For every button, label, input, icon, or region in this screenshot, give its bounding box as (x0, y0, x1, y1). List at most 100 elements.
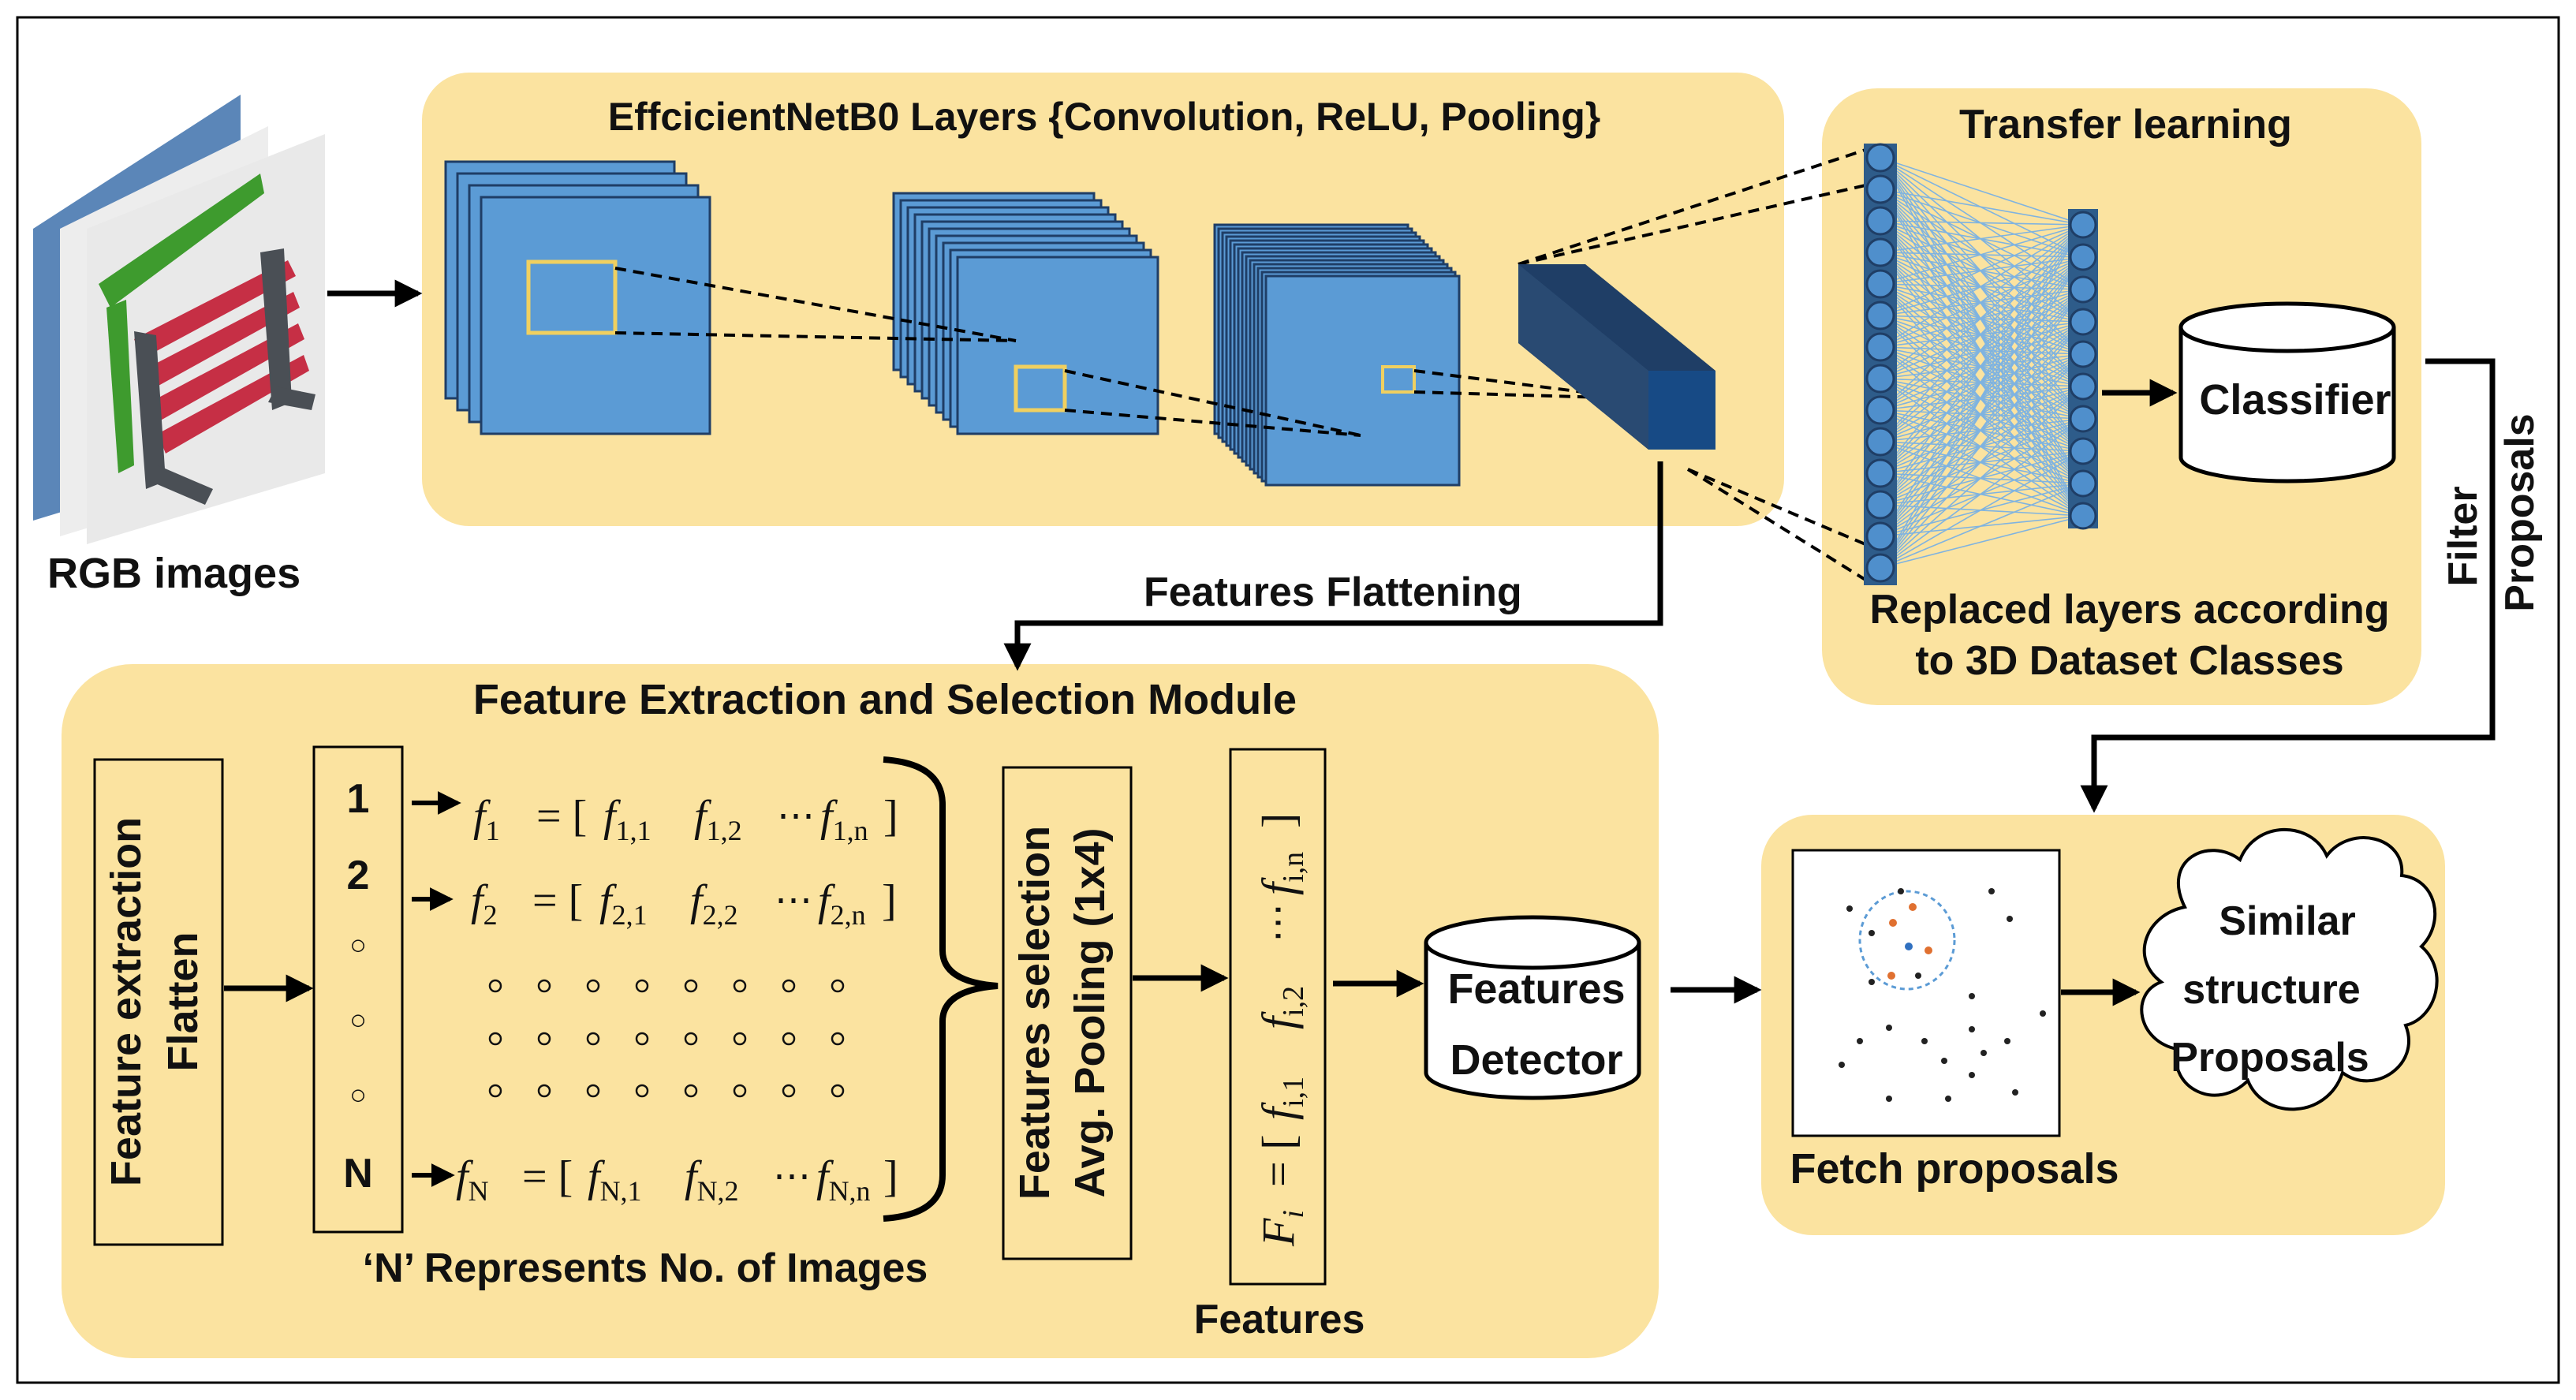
ellipsis-dot (537, 1084, 551, 1098)
input-neuron (1865, 269, 1895, 299)
feature-map-layer (1264, 274, 1461, 487)
neural-connection (1880, 224, 2084, 537)
ellipsis-dot (488, 1032, 502, 1046)
ellipsis-dot (684, 979, 698, 993)
input-neuron (1865, 490, 1895, 520)
detector-line1: Features (1447, 965, 1625, 1013)
scatter-point (1945, 1096, 1951, 1102)
scatter-point (1886, 1025, 1892, 1031)
svg-text:]: ] (883, 1152, 898, 1201)
neural-connection (1880, 189, 2084, 226)
features-detector-cylinder (1424, 915, 1641, 1100)
similar-line3: Proposals (2171, 1035, 2369, 1081)
curly-brace (883, 756, 999, 1222)
scatter-point (1915, 973, 1921, 979)
neural-connection (1880, 224, 2084, 348)
ellipsis-dot (782, 1084, 796, 1098)
scatter-point (1869, 979, 1875, 985)
index-ellipsis-3: ○ (349, 1079, 367, 1111)
ellipsis-dot (635, 1032, 649, 1046)
feature-extraction-line2: Flatten (159, 931, 207, 1071)
neural-connection (1880, 224, 2084, 569)
svg-text:]: ] (882, 876, 897, 925)
svg-text:= [: = [ (522, 1152, 573, 1201)
ellipsis-dot (586, 1084, 600, 1098)
scatter-point-highlight (1905, 943, 1913, 950)
scatter-point (2040, 1010, 2046, 1017)
output-neuron (2069, 340, 2097, 368)
ellipsis-dot (684, 1084, 698, 1098)
neural-connection (1880, 224, 2084, 379)
neural-connection (1880, 450, 2084, 569)
scatter-point (1921, 1038, 1928, 1044)
scatter-point (1988, 888, 1995, 894)
selection-circle (1858, 890, 1956, 991)
neural-connection (1880, 418, 2084, 569)
scatter-point (1969, 1026, 1975, 1032)
svg-text:⋯: ⋯ (1255, 903, 1299, 943)
input-layer-neurons (1865, 143, 1895, 583)
receptive-field-3 (1381, 365, 1416, 394)
detector-line2: Detector (1450, 1036, 1622, 1084)
neural-connection (1880, 256, 2084, 569)
scatter-point (1869, 930, 1875, 936)
feature-map-stack-1 (444, 160, 711, 435)
input-neuron (1865, 174, 1895, 204)
ellipsis-dot (537, 1032, 551, 1046)
arrow-filter-proposals (2080, 358, 2496, 813)
svg-text:⋯: ⋯ (775, 879, 812, 921)
ellipsis-dot (586, 979, 600, 993)
input-neuron (1865, 206, 1895, 236)
transfer-panel (1822, 88, 2421, 705)
output-neuron (2069, 372, 2097, 401)
output-neuron (2069, 405, 2097, 433)
svg-text:⋯: ⋯ (773, 1155, 811, 1197)
svg-text:f1,1: f1,1 (603, 792, 651, 846)
receptive-field-1 (526, 259, 618, 335)
scatter-point (2012, 1089, 2018, 1096)
ellipsis-dot (831, 1032, 845, 1046)
input-neuron (1865, 458, 1895, 488)
ellipsis-dot (831, 979, 845, 993)
scatter-point (1969, 1072, 1975, 1078)
scatter-point (2007, 916, 2013, 922)
neural-connection (1880, 321, 2084, 569)
row-arrows (412, 791, 461, 1187)
input-neuron (1865, 521, 1895, 551)
feature-map-layer (480, 196, 711, 435)
neural-connection (1880, 386, 2084, 569)
svg-text:= [: = [ (1253, 1134, 1304, 1187)
arrow-features-flattening (1003, 461, 1663, 671)
ellipsis-dot (635, 979, 649, 993)
scatter-point (1839, 1062, 1845, 1068)
neural-connection (1880, 289, 2084, 569)
receptive-field-2 (1014, 364, 1067, 413)
similar-structure-cloud (2140, 827, 2439, 1111)
index-1: 1 (347, 776, 370, 822)
index-ellipsis-1: ○ (349, 929, 367, 961)
scatter-point (2004, 1038, 2010, 1044)
input-neuron (1865, 427, 1895, 457)
ellipsis-dot (831, 1084, 845, 1098)
scatter-point (1846, 905, 1853, 912)
ellipsis-dot (684, 1032, 698, 1046)
neural-connection (1880, 224, 2084, 411)
feature-map-stack-2 (892, 192, 1159, 435)
ellipsis-dot (782, 979, 796, 993)
scatter-thumbnail (1791, 849, 2061, 1137)
scatter-point (1886, 1096, 1892, 1102)
input-neuron (1865, 395, 1895, 425)
input-neuron (1865, 553, 1895, 583)
svg-text:= [: = [ (532, 876, 583, 925)
flattened-block (1518, 264, 1715, 450)
scatter-point-highlight (1925, 946, 1932, 954)
svg-text:Fi: Fi (1253, 1210, 1310, 1247)
svg-text:= [: = [ (536, 792, 587, 841)
scatter-point-highlight (1887, 972, 1895, 980)
similar-line1: Similar (2219, 898, 2355, 944)
neural-connections (1880, 157, 2084, 569)
ellipsis-dot (537, 979, 551, 993)
features-selection-line2: Avg. Pooling (1x4) (1066, 827, 1114, 1197)
ellipsis-dot (733, 1032, 747, 1046)
